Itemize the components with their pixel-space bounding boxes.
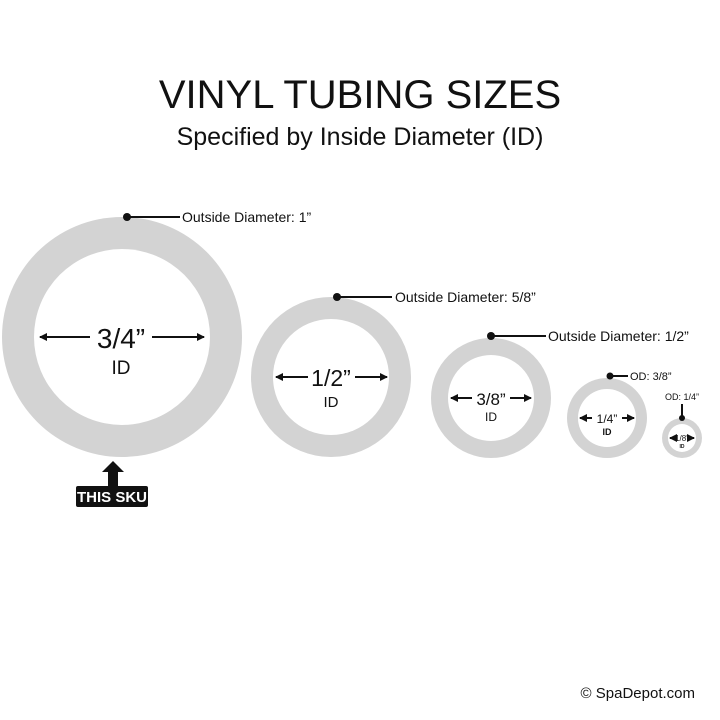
od-label: Outside Diameter: 1”	[182, 209, 311, 225]
up-arrow-icon	[102, 461, 124, 486]
this-sku-label: THIS SKU	[77, 489, 147, 506]
tube-3-4: 3/4” ID Outside Diameter: 1”	[2, 209, 311, 457]
id-suffix: ID	[485, 410, 497, 424]
id-suffix: ID	[324, 394, 339, 411]
od-callout-dot	[679, 415, 685, 421]
page-subtitle: Specified by Inside Diameter (ID)	[177, 123, 544, 151]
od-label: OD: 1/4”	[665, 392, 699, 402]
od-label: Outside Diameter: 5/8”	[395, 289, 536, 305]
page-title: VINYL TUBING SIZES	[159, 73, 561, 117]
id-label: 1/2”	[311, 365, 351, 391]
id-suffix: ID	[603, 427, 613, 437]
id-label: 3/4”	[97, 323, 145, 354]
od-label: Outside Diameter: 1/2”	[548, 328, 689, 344]
od-label: OD: 3/8”	[630, 371, 672, 383]
id-label: 3/8”	[476, 390, 506, 409]
copyright-text: © SpaDepot.com	[581, 685, 695, 702]
tube-bore	[34, 249, 210, 425]
tube-1-2: 1/2” ID Outside Diameter: 5/8”	[251, 289, 536, 457]
tube-3-8: 3/8” ID Outside Diameter: 1/2”	[431, 328, 689, 458]
this-sku-marker: THIS SKU	[76, 461, 148, 507]
id-label: 1/4”	[597, 412, 618, 426]
id-label: 1/8”	[675, 434, 689, 443]
id-suffix: ID	[680, 444, 685, 450]
id-suffix: ID	[112, 358, 131, 379]
tube-1-8: 1/8” ID OD: 1/4”	[662, 392, 702, 458]
tube-1-4: 1/4” ID OD: 3/8”	[567, 371, 672, 458]
this-sku-badge	[76, 486, 148, 507]
